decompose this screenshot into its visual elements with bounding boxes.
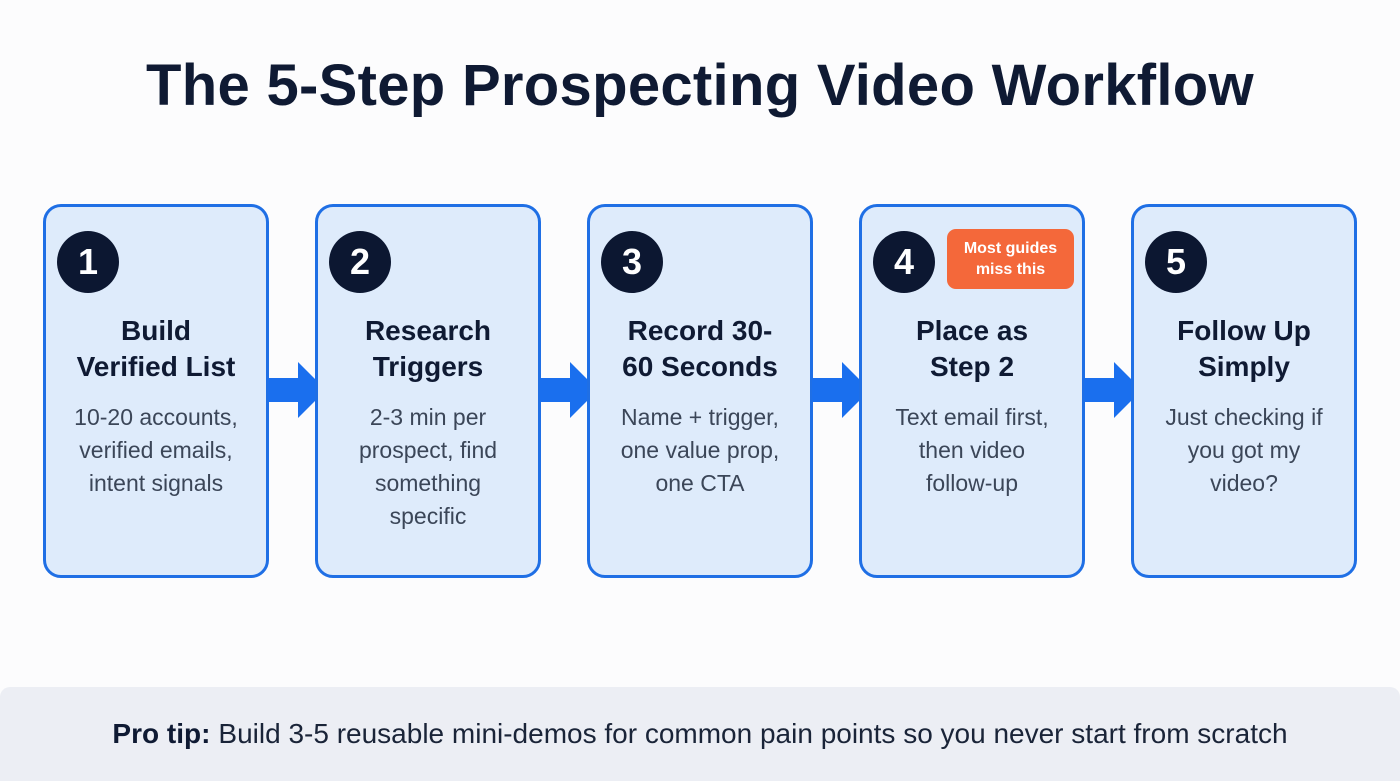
arrow-right-icon [540, 362, 598, 418]
step-description: Name + trigger, one value prop, one CTA [620, 404, 780, 496]
step-card-1: 1 Build Verified List 10-20 accounts, ve… [43, 204, 269, 578]
arrow-right-icon [812, 362, 870, 418]
step-title: Record 30- 60 Seconds [622, 315, 778, 382]
step-card-5: 5 Follow Up Simply Just checking if you … [1131, 204, 1357, 578]
step-number-badge: 5 [1145, 231, 1207, 293]
step-title: Build Verified List [76, 315, 236, 382]
arrow-right-icon [268, 362, 326, 418]
step-description: 10-20 accounts, verified emails, intent … [74, 404, 238, 496]
step-number-badge: 3 [601, 231, 663, 293]
pro-tip-bar: Pro tip: Build 3-5 reusable mini-demos f… [0, 687, 1400, 781]
step-description: Just checking if you got my video? [1165, 404, 1323, 496]
step-card-3: 3 Record 30- 60 Seconds Name + trigger, … [587, 204, 813, 578]
step-card-2: 2 Research Triggers 2-3 min per prospect… [315, 204, 541, 578]
step-description: 2-3 min per prospect, find something spe… [358, 404, 498, 529]
pro-tip-label: Pro tip: [112, 718, 211, 749]
step-description: Text email first, then video follow-up [895, 404, 1049, 496]
step-number-badge: 2 [329, 231, 391, 293]
arrow-right-icon [1084, 362, 1142, 418]
step-number-badge: 4 [873, 231, 935, 293]
step-card-4: 4 Most guides miss this Place as Step 2 … [859, 204, 1085, 578]
page-title: The 5-Step Prospecting Video Workflow [146, 53, 1254, 118]
pro-tip-text: Build 3-5 reusable mini-demos for common… [218, 718, 1288, 749]
step-title: Research Triggers [364, 315, 492, 382]
highlight-tag: Most guides miss this [947, 229, 1074, 289]
step-title: Follow Up Simply [1177, 315, 1311, 382]
step-title: Place as Step 2 [915, 315, 1029, 382]
step-number-badge: 1 [57, 231, 119, 293]
